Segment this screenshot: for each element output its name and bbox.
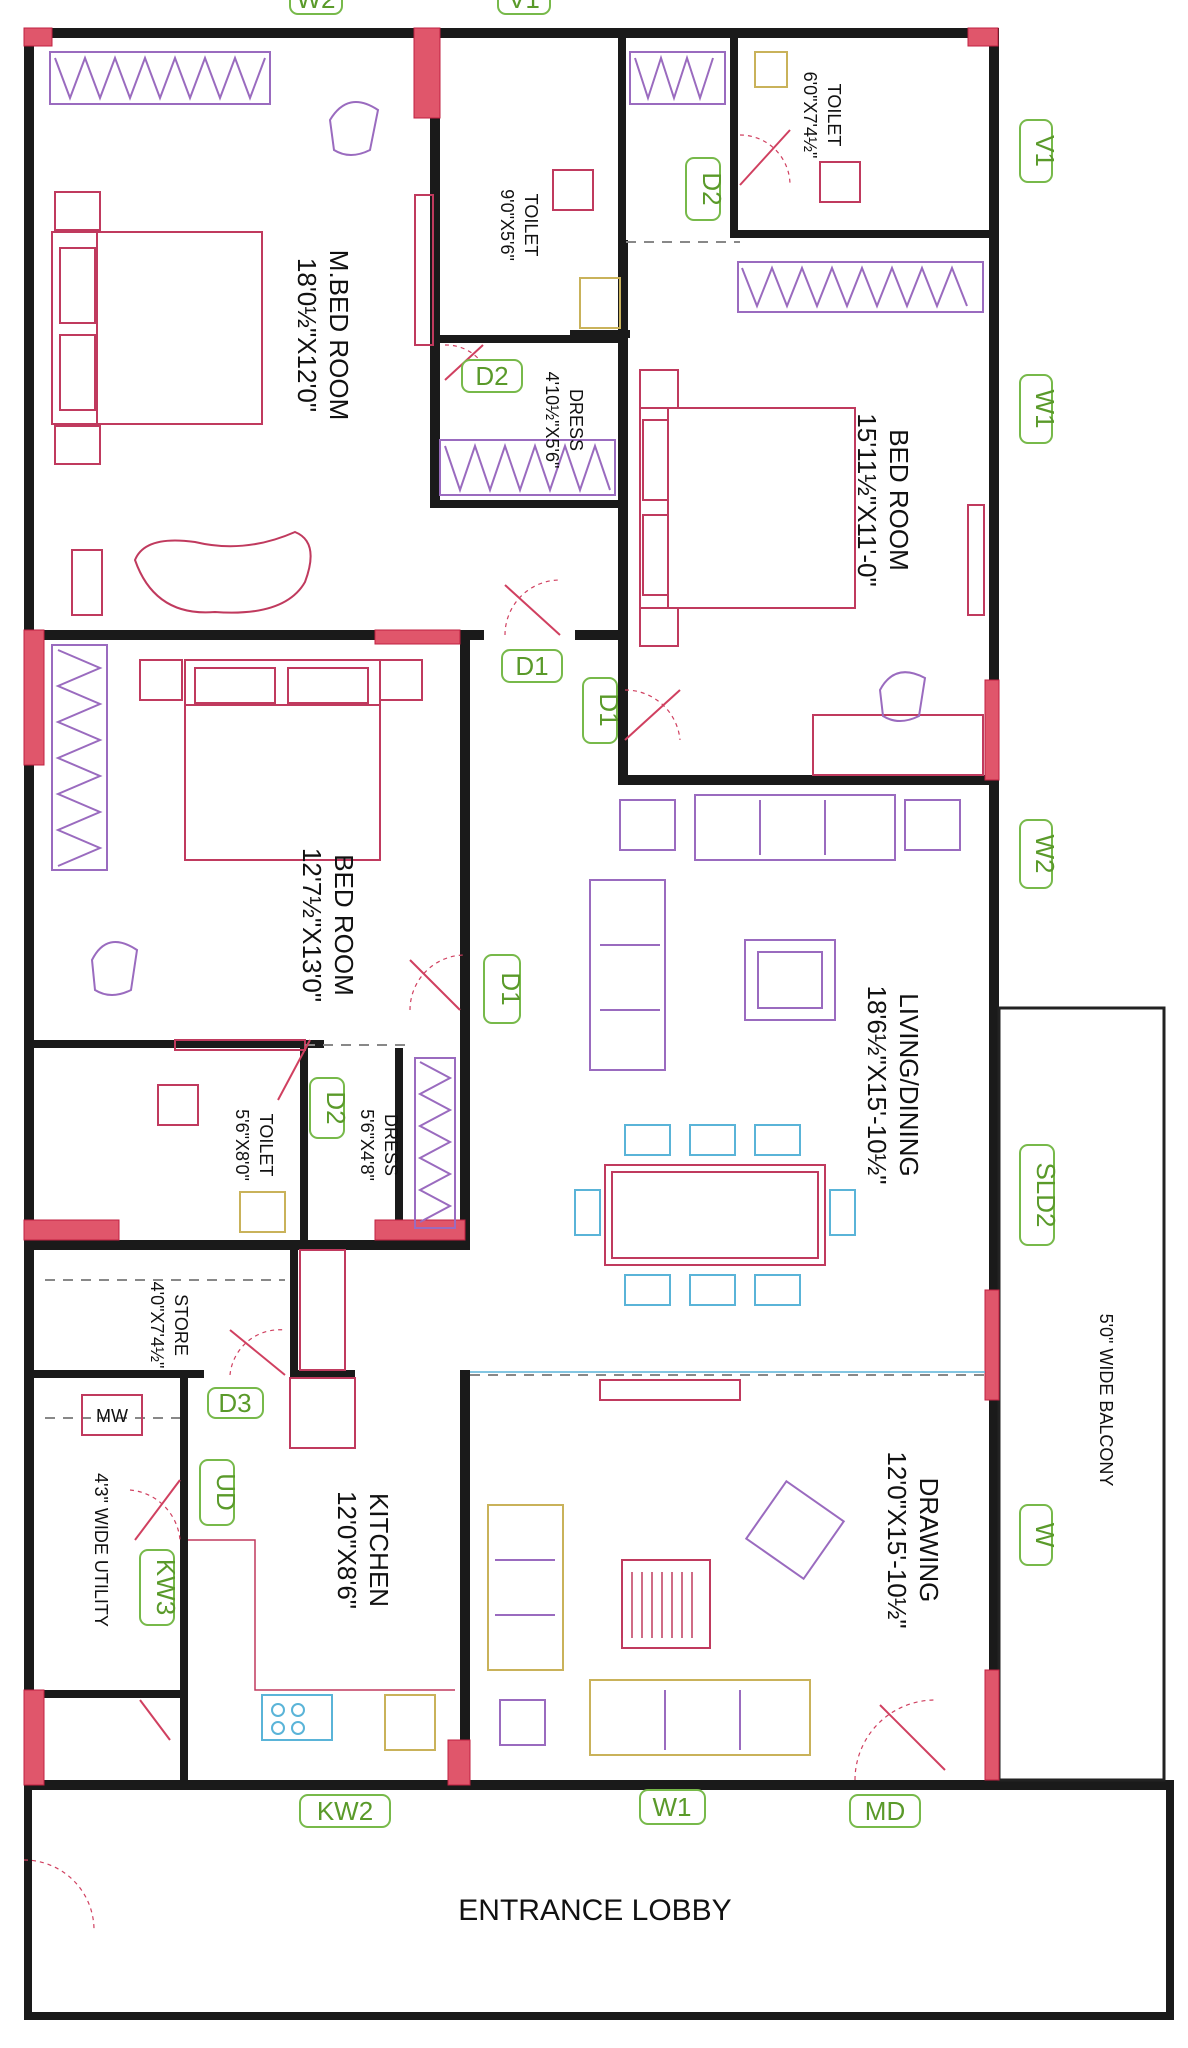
- tag-d1-b: D1: [582, 677, 624, 744]
- svg-text:D2: D2: [697, 172, 727, 205]
- svg-text:12'0"X15'-10½": 12'0"X15'-10½": [882, 1451, 912, 1628]
- svg-text:W2: W2: [1030, 835, 1060, 874]
- svg-text:DRAWING: DRAWING: [914, 1478, 944, 1603]
- tag-d1-a: D1: [501, 649, 563, 683]
- svg-text:KITCHEN: KITCHEN: [364, 1493, 394, 1607]
- svg-text:TOILET: TOILET: [256, 1114, 276, 1177]
- tag-d2-c: D2: [309, 1077, 351, 1139]
- label-bed-room-3: BED ROOM 12'7½"X13'0": [297, 848, 359, 1002]
- furniture: [71, 51, 985, 1756]
- svg-text:4'3" WIDE UTILITY: 4'3" WIDE UTILITY: [91, 1473, 111, 1627]
- svg-text:V1: V1: [508, 0, 540, 14]
- svg-text:12'7½"X13'0": 12'7½"X13'0": [297, 848, 327, 1002]
- label-mw: MW: [81, 1394, 143, 1436]
- tag-w1-right: W1: [1019, 374, 1060, 444]
- svg-text:TOILET: TOILET: [824, 84, 844, 147]
- label-toilet-3: TOILET 5'6"X8'0": [232, 1109, 276, 1181]
- svg-text:15'11½"X11'-0": 15'11½"X11'-0": [852, 413, 882, 586]
- tag-sld2: SLD2: [1019, 1144, 1061, 1246]
- svg-text:D1: D1: [496, 972, 526, 1005]
- label-balcony: 5'0" WIDE BALCONY: [1096, 1314, 1116, 1487]
- svg-text:LIVING/DINING: LIVING/DINING: [894, 993, 924, 1176]
- label-living-dining: LIVING/DINING 18'6½"X15'-10½": [862, 986, 924, 1185]
- svg-text:DRESS: DRESS: [381, 1114, 401, 1176]
- dashed-lines: [45, 241, 985, 1419]
- wall-hatching: [23, 27, 1000, 1786]
- tag-w2-top: W2: [289, 0, 343, 15]
- svg-text:DRESS: DRESS: [566, 389, 586, 451]
- tag-w1-bottom: W1: [639, 1789, 706, 1825]
- svg-text:D2: D2: [475, 361, 508, 391]
- svg-text:D1: D1: [594, 693, 624, 726]
- tag-kw3: KW3: [139, 1549, 181, 1626]
- svg-text:MW: MW: [96, 1406, 128, 1426]
- tag-v1-top: V1: [497, 0, 551, 15]
- tag-w-right: W: [1019, 1504, 1060, 1566]
- wardrobes: [49, 51, 984, 1229]
- svg-text:18'6½"X15'-10½": 18'6½"X15'-10½": [862, 986, 892, 1185]
- svg-text:D1: D1: [515, 651, 548, 681]
- label-toilet-2: TOILET 6'0"X7'4½": [800, 72, 844, 159]
- tag-md: MD: [849, 1794, 921, 1828]
- svg-text:M.BED ROOM: M.BED ROOM: [324, 250, 354, 420]
- label-toilet-1: TOILET 9'0"X5'6": [497, 189, 541, 261]
- svg-text:4'10½"X5'6": 4'10½"X5'6": [542, 372, 562, 469]
- svg-text:D2: D2: [321, 1091, 351, 1124]
- tag-w2-right: W2: [1019, 819, 1060, 889]
- tag-d2-a: D2: [461, 359, 523, 393]
- svg-text:5'6"X4'8": 5'6"X4'8": [357, 1109, 377, 1181]
- svg-text:W1: W1: [1030, 390, 1060, 429]
- tag-ud: UD: [199, 1459, 241, 1526]
- tag-d1-c: D1: [483, 954, 526, 1024]
- svg-text:STORE: STORE: [171, 1294, 191, 1356]
- tag-d3: D3: [207, 1387, 264, 1419]
- svg-text:12'0"X8'6": 12'0"X8'6": [332, 1491, 362, 1609]
- walls: [24, 28, 1174, 2020]
- svg-text:ENTRANCE LOBBY: ENTRANCE LOBBY: [458, 1894, 731, 1927]
- svg-text:9'0"X5'6": 9'0"X5'6": [497, 189, 517, 261]
- svg-text:W: W: [1030, 1523, 1060, 1548]
- svg-text:W2: W2: [297, 0, 336, 14]
- label-kitchen: KITCHEN 12'0"X8'6": [332, 1491, 394, 1609]
- svg-text:KW3: KW3: [151, 1559, 181, 1615]
- svg-text:SLD2: SLD2: [1031, 1162, 1061, 1227]
- label-utility: 4'3" WIDE UTILITY: [91, 1473, 111, 1627]
- label-store: STORE 4'0"X7'4½": [147, 1282, 191, 1369]
- tag-v1-right: V1: [1019, 119, 1060, 183]
- svg-text:D3: D3: [218, 1388, 251, 1418]
- svg-text:W1: W1: [653, 1792, 692, 1822]
- svg-text:TOILET: TOILET: [521, 194, 541, 257]
- label-drawing: DRAWING 12'0"X15'-10½": [882, 1451, 944, 1628]
- beds: [51, 191, 856, 861]
- svg-text:UD: UD: [211, 1473, 241, 1511]
- svg-text:18'0½"X12'0": 18'0½"X12'0": [292, 258, 322, 412]
- label-entrance-lobby: ENTRANCE LOBBY: [458, 1894, 731, 1927]
- label-dress-1: DRESS 4'10½"X5'6": [542, 372, 586, 469]
- svg-text:5'6"X8'0": 5'6"X8'0": [232, 1109, 252, 1181]
- svg-text:BED ROOM: BED ROOM: [329, 854, 359, 996]
- svg-text:MD: MD: [865, 1796, 905, 1826]
- label-m-bed-room: M.BED ROOM 18'0½"X12'0": [292, 250, 354, 420]
- doors: [23, 129, 946, 1931]
- svg-text:BED ROOM: BED ROOM: [884, 429, 914, 571]
- svg-text:5'0" WIDE BALCONY: 5'0" WIDE BALCONY: [1096, 1314, 1116, 1487]
- label-dress-2: DRESS 5'6"X4'8": [357, 1109, 401, 1181]
- label-bed-room-2: BED ROOM 15'11½"X11'-0": [852, 413, 914, 586]
- tag-kw2: KW2: [299, 1794, 391, 1828]
- svg-text:V1: V1: [1030, 135, 1060, 167]
- tag-d2-b: D2: [685, 157, 727, 221]
- svg-text:KW2: KW2: [317, 1796, 373, 1826]
- svg-text:6'0"X7'4½": 6'0"X7'4½": [800, 72, 820, 159]
- svg-text:4'0"X7'4½": 4'0"X7'4½": [147, 1282, 167, 1369]
